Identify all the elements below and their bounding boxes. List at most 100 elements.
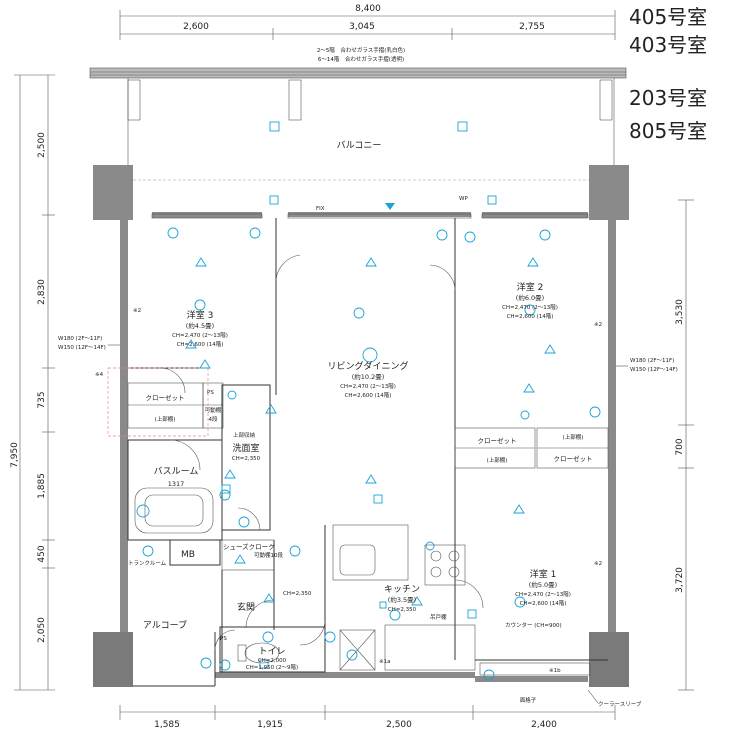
toilet-ch2: CH=1,950 (2～9階): [246, 663, 298, 671]
top-dim-3: 2,755: [519, 22, 545, 32]
washroom-name: 洗面室: [232, 442, 259, 454]
kitchen-size: (約3.5畳): [388, 595, 416, 604]
right-dim-1: 3,530: [675, 299, 685, 325]
top-total-dim: 8,400: [355, 4, 381, 14]
left-dim-1: 2,500: [37, 132, 47, 158]
wp-label: WP: [459, 196, 468, 202]
left-dim-4: 1,885: [37, 473, 47, 499]
alcove-label: アルコーブ: [143, 619, 187, 631]
unit-label-4: 805号室: [629, 119, 707, 143]
kitchen-ch: CH=2,350: [388, 607, 417, 613]
wall-notes: W180 (2F～11F) W150 (12F～14F) W180 (2F～11…: [58, 308, 678, 708]
upper-storage-label: 上部収納: [233, 431, 256, 439]
left-dim-3: 735: [37, 391, 47, 408]
bottom-dim-4: 2,400: [531, 720, 557, 730]
ps1-label: PS: [207, 390, 214, 396]
kitchen-name: キッチン: [384, 584, 420, 595]
unit-label-1: 405号室: [629, 5, 707, 29]
bed2-size: (約6.0畳): [516, 293, 544, 302]
ps2-label: PS: [220, 636, 227, 642]
bed2-ch2: CH=2,600 (14階): [507, 312, 554, 320]
wall-left-1: W180 (2F～11F): [58, 336, 102, 342]
room-labels: 洋室 3 (約4.5畳) CH=2,470 (2～13階) CH=2,600 (…: [128, 281, 593, 671]
column-left: [93, 165, 133, 220]
mark-2c: ※2: [594, 561, 602, 567]
closet2a-label: クローゼット: [478, 436, 517, 445]
right-dim-2: 700: [675, 438, 685, 455]
mark-4: ※4: [95, 372, 104, 378]
entrance-ch: CH=2,350: [283, 591, 312, 597]
wall-right-2: W150 (12F～14F): [630, 367, 678, 373]
entrance-label: 玄関: [237, 601, 255, 613]
balcony: バルコニー: [89, 67, 629, 220]
trunk-label: トランクルーム: [128, 560, 167, 567]
bed2-ch1: CH=2,470 (2～13階): [502, 303, 558, 311]
left-dimensions: 7,950 2,500 2,830 735 1,885 450 2,050: [10, 74, 55, 691]
unit-label-3: 203号室: [629, 86, 707, 110]
mark-2b: ※2: [594, 322, 602, 328]
bed1-name: 洋室 1: [530, 568, 557, 580]
bottom-dimensions: 1,585 1,915 2,500 2,400: [119, 705, 616, 730]
ldk-name: リビングダイニング: [327, 360, 408, 372]
column-right: [589, 165, 629, 220]
left-dim-2: 2,830: [37, 279, 47, 305]
unit-labels: 405号室 403号室 203号室 805号室: [629, 5, 707, 143]
bottom-dim-2: 1,915: [257, 720, 283, 730]
mark-1b: ※1b: [549, 668, 561, 674]
right-dim-3: 3,720: [675, 567, 685, 593]
glass-note-2: 6～14階 合わせガラス手摺(透明): [318, 55, 404, 63]
electrical-symbols: [136, 195, 601, 681]
outer-walls: [93, 212, 629, 687]
closet3-label: クローゼット: [146, 393, 185, 402]
glass-note-1: 2～5階 合わせガラス手摺(乳白色): [317, 46, 405, 54]
wall-left-2: W150 (12F～14F): [58, 345, 106, 351]
balcony-windows: FIX WP: [151, 196, 589, 219]
bath-name: バスルーム: [154, 466, 199, 477]
bed3-size: (約4.5畳): [186, 321, 214, 330]
left-total-dim: 7,950: [10, 442, 20, 468]
bath-size: 1317: [168, 480, 185, 488]
top-dim-2: 3,045: [349, 22, 375, 32]
bathtub: [134, 487, 214, 534]
right-dimensions: 3,530 700 3,720: [675, 199, 694, 691]
washroom-ch: CH=2,350: [232, 456, 261, 462]
closet2b-label: クローゼット: [554, 454, 593, 463]
toilet-name: トイレ: [258, 647, 285, 657]
wall-right-1: W180 (2F～11F): [630, 358, 674, 364]
ldk-size: (約10.2畳): [352, 372, 385, 381]
mark-2a: ※2: [133, 308, 141, 314]
closet2a-sub: (上部棚): [487, 456, 508, 464]
bottom-dim-3: 2,500: [386, 720, 412, 730]
bed1-size: (約5.0畳): [529, 580, 557, 589]
mb-label: MB: [181, 550, 195, 560]
movable-sub: 4段: [209, 415, 218, 423]
top-dimensions: 8,400 2,600 3,045 2,755: [119, 4, 616, 40]
cooler-sleeve-label: クーラースリーブ: [598, 700, 642, 708]
grille-label: 面格子: [520, 696, 537, 704]
closet3-sub: (上部棚): [155, 415, 176, 423]
column-bottom-left: [93, 632, 133, 687]
movable-label: 可動棚: [205, 406, 222, 414]
counter-label: カウンター (CH=900): [505, 621, 562, 629]
bed3-ch1: CH=2,470 (2～13階): [172, 331, 228, 339]
left-dim-5: 450: [37, 545, 47, 562]
left-dim-6: 2,050: [37, 617, 47, 643]
doors: [159, 254, 484, 651]
fix-label: FIX: [316, 206, 325, 212]
balcony-label: バルコニー: [337, 140, 382, 151]
bed2-name: 洋室 2: [517, 281, 544, 293]
unit-label-2: 403号室: [629, 33, 707, 57]
closet2b-sub: (上部棚): [563, 433, 584, 441]
mark-1a: ※1a: [379, 659, 390, 665]
bed1-ch2: CH=2,600 (14階): [520, 599, 567, 607]
shoes-sub: 可動棚10段: [254, 551, 283, 559]
ldk-ch1: CH=2,470 (2～13階): [340, 382, 396, 390]
bed3-ch2: CH=2,600 (14階): [177, 340, 224, 348]
toilet-ch1: CH=2,000: [258, 658, 287, 664]
bed3-name: 洋室 3: [187, 309, 214, 321]
ldk-ch2: CH=2,600 (14階): [345, 391, 392, 399]
top-dim-1: 2,600: [183, 22, 209, 32]
shoes-label: シューズクローク: [223, 542, 275, 551]
bed1-ch1: CH=2,470 (2～13階): [515, 590, 571, 598]
